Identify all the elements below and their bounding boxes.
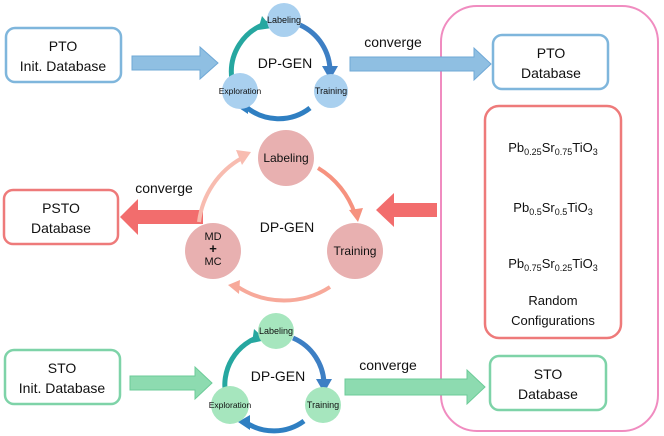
pto-database-box <box>491 33 610 91</box>
middle-converge-label: converge <box>135 180 193 196</box>
top-node-labeling <box>267 3 301 37</box>
composition-pb075-sr025: Pb0.75Sr0.25TiO3 <box>508 256 597 273</box>
arrow-pto-to-cycle <box>131 45 219 81</box>
pto-db-line1: PTO <box>537 45 566 61</box>
pto-init-database-box <box>4 26 123 84</box>
bottom-cycle-title: DP-GEN <box>251 368 305 384</box>
bottom-cycle-arc-bottom <box>243 418 306 434</box>
middle-cycle-arc-left <box>197 156 243 223</box>
sto-init-database-box <box>3 348 122 406</box>
bottom-node-training <box>305 387 341 423</box>
top-node-training <box>314 74 348 108</box>
top-cycle-arc-bottom <box>243 104 312 122</box>
bottom-cycle-arrowhead-1 <box>316 379 332 393</box>
sto-init-db-line2: Init. Database <box>19 380 106 396</box>
compositions-box <box>483 104 623 340</box>
middle-node-plus-text: + <box>209 241 217 256</box>
arrow-top-converge <box>349 46 492 82</box>
top-cycle-title: DP-GEN <box>258 55 312 71</box>
bottom-node-labeling <box>258 313 294 349</box>
pto-init-db-line1: PTO <box>49 38 78 54</box>
psto-db-line1: PSTO <box>42 200 80 216</box>
arrow-middle-converge <box>120 199 203 235</box>
top-converge-label: converge <box>364 34 422 50</box>
bottom-node-exploration <box>211 386 249 424</box>
random-configurations-line2: Configurations <box>511 313 595 328</box>
sto-db-line2: Database <box>518 386 578 402</box>
arrow-bottom-converge <box>344 368 486 406</box>
middle-node-labeling <box>258 130 314 186</box>
output-frame <box>440 5 659 432</box>
middle-cycle-arrowhead-1 <box>236 150 251 165</box>
middle-node-training <box>327 223 383 279</box>
top-cycle-arrowhead-1 <box>322 66 338 80</box>
middle-cycle-arc-right <box>316 166 357 215</box>
composition-pb05-sr05: Pb0.5Sr0.5TiO3 <box>513 200 592 217</box>
composition-pb025-sr075: Pb0.25Sr0.75TiO3 <box>508 140 597 157</box>
bottom-node-labeling-text: Labeling <box>259 326 293 336</box>
sto-init-db-line1: STO <box>48 360 77 376</box>
pto-db-line2: Database <box>521 65 581 81</box>
arrow-compositions-to-cycle <box>376 193 437 227</box>
top-node-exploration-text: Exploration <box>219 86 262 96</box>
pto-init-db-line2: Init. Database <box>20 58 107 74</box>
bottom-cycle-arrowhead-2 <box>238 415 250 430</box>
psto-db-line2: Database <box>31 220 91 236</box>
sto-database-box <box>488 354 608 412</box>
bottom-cycle-arc-right <box>291 335 327 386</box>
psto-database-box <box>2 188 120 246</box>
arrow-sto-to-cycle <box>129 365 213 401</box>
middle-cycle-arrowhead-2 <box>349 208 363 222</box>
middle-cycle-title: DP-GEN <box>260 219 314 235</box>
top-cycle-arc-left <box>228 20 269 81</box>
bottom-converge-label: converge <box>359 357 417 373</box>
middle-cycle-arc-bottom <box>236 285 332 303</box>
middle-node-training-text: Training <box>334 244 377 258</box>
middle-cycle-arrowhead-3 <box>228 280 240 294</box>
middle-node-labeling-text: Labeling <box>263 151 308 165</box>
middle-node-md-text: MD <box>204 231 221 243</box>
middle-node-mc-text: MC <box>204 256 221 268</box>
top-node-training-text: Training <box>315 86 347 96</box>
random-configurations-line1: Random <box>528 293 577 308</box>
bottom-node-exploration-text: Exploration <box>209 400 252 410</box>
middle-node-md-mc <box>185 223 241 279</box>
bottom-node-training-text: Training <box>307 400 339 410</box>
sto-db-line1: STO <box>534 366 563 382</box>
top-node-labeling-text: Labeling <box>267 15 301 25</box>
top-node-exploration <box>222 73 258 109</box>
